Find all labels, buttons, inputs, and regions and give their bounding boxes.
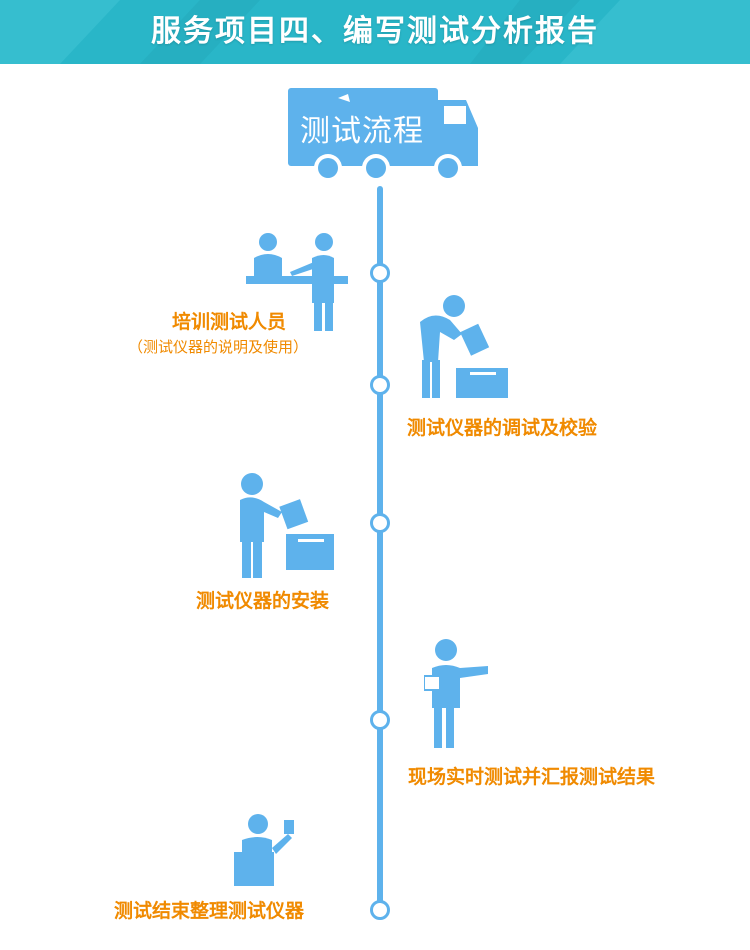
timeline-node-2 (370, 375, 390, 395)
timeline-node-4 (370, 710, 390, 730)
timeline-line (377, 186, 383, 910)
calibrating-person-icon (420, 295, 508, 398)
header-stripes (0, 0, 750, 64)
header-banner: 服务项目四、编写测试分析报告 (0, 0, 750, 64)
step-5-title: 测试结束整理测试仪器 (114, 900, 305, 922)
step-3-title: 测试仪器的安装 (196, 590, 330, 612)
organizing-person-icon (234, 814, 294, 886)
installing-person-icon (240, 473, 334, 578)
timeline-node-3 (370, 513, 390, 533)
step-1-subtitle: （测试仪器的说明及使用） (128, 338, 309, 356)
truck-label: 测试流程 (300, 114, 424, 149)
step-1-title: 培训测试人员 (172, 311, 287, 333)
page-title: 服务项目四、编写测试分析报告 (151, 14, 599, 49)
truck-icon (288, 88, 478, 182)
reporting-person-icon (424, 639, 488, 748)
timeline-node-1 (370, 263, 390, 283)
training-people-icon (246, 233, 348, 331)
timeline-node-5 (370, 900, 390, 920)
step-2-title: 测试仪器的调试及校验 (407, 417, 598, 439)
step-4-title: 现场实时测试并汇报测试结果 (408, 766, 656, 788)
